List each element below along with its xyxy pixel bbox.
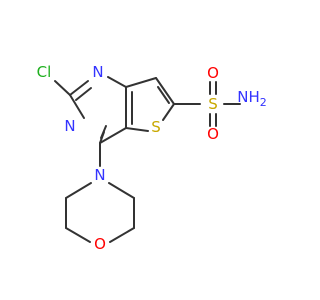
bond-cd-nmorph [108,182,135,199]
atom-n-morpholine: N [94,166,105,184]
bond-cb-omorph [65,227,91,243]
bond-n1-c7a [107,76,127,88]
bond-c2-n3 [69,94,85,119]
bond-c6-s [162,103,175,121]
bond-c2-n1-double [75,87,92,101]
bond-nmorph-ca [65,182,92,199]
bond-s-c4a [125,127,149,132]
atom-s-sulfonyl: S [208,95,218,113]
molecule-structure: Cl N N S S O O NH2 N O [37,63,267,253]
bond-c2-cl [54,80,71,96]
atom-o-bottom: O [207,125,219,143]
bond-c7-c6-double [157,86,170,104]
bond-c7a-c7 [125,77,157,88]
atom-labels: Cl N N S S O O NH2 N O [37,63,267,253]
atom-nh2: NH2 [237,88,267,109]
atom-n3: N [64,117,75,135]
bond-n3-c4-double [100,125,107,139]
bonds [54,76,241,243]
atom-o-morpholine: O [94,235,106,253]
atom-cl: Cl [37,63,52,81]
atom-nh2-subscript: 2 [260,96,267,109]
atom-s-ring: S [151,118,161,136]
atom-nh2-label: NH [237,88,260,106]
bond-c2-n1 [69,80,89,96]
atom-n1: N [92,63,103,81]
bond-omorph-cc [109,227,135,243]
bond-c7-c6 [155,77,175,105]
atom-o-top: O [207,64,219,82]
bond-c4a-c4 [99,127,127,144]
